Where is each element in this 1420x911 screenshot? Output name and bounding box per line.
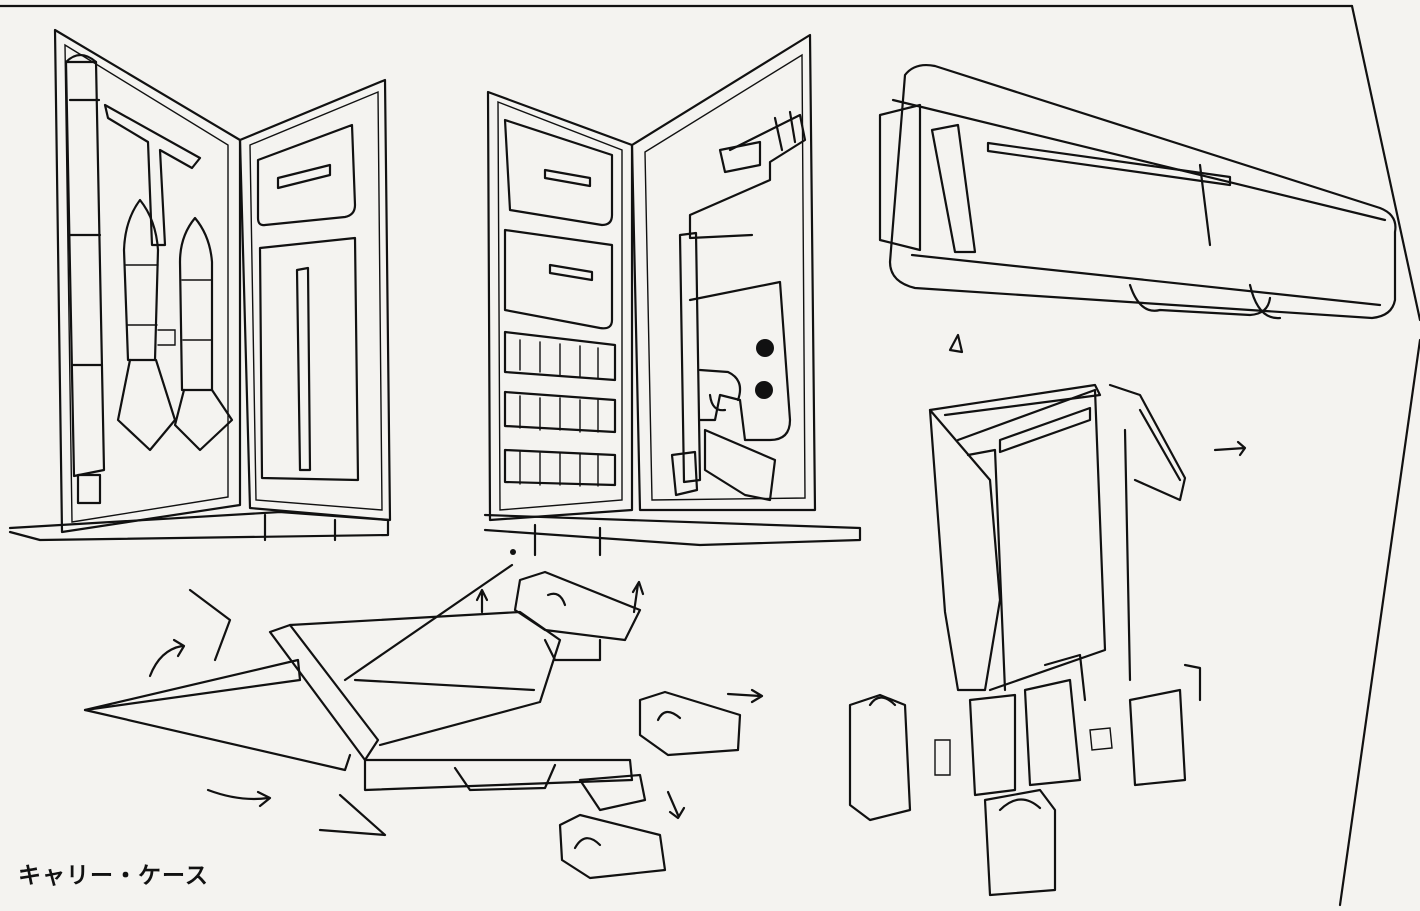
closed-case [878,63,1397,354]
open-case-missiles [8,28,392,542]
figure-caption: キャリー・ケース [18,863,209,889]
transforming-case-standing [848,383,1247,897]
page-border [0,4,1420,907]
open-case-pistol [483,33,862,557]
transforming-case-jet [83,549,764,880]
